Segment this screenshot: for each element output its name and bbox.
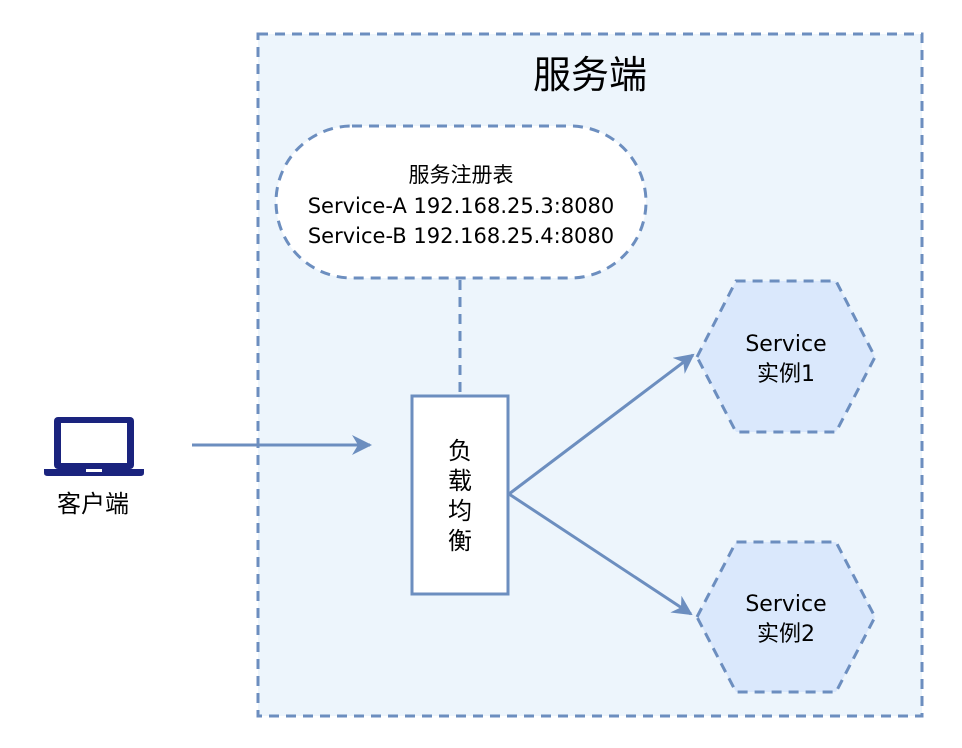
- registry-cloud: [274, 124, 648, 280]
- service-instance-2-sublabel: 实例2: [757, 622, 815, 647]
- laptop-icon: [44, 417, 144, 476]
- service-instance-1-sublabel: 实例1: [757, 362, 815, 387]
- load-balancer-to-instance-1-arrow: [508, 353, 695, 496]
- load-balancer-char: 负: [448, 437, 472, 465]
- load-balancer-char: 均: [448, 497, 472, 525]
- registry-title: 服务注册表: [409, 163, 514, 187]
- service-instance-1-label: Service: [745, 332, 826, 357]
- load-balancer-char: 衡: [448, 527, 472, 555]
- service-instance-2-hexagon: [695, 540, 877, 694]
- load-balancer-box: [410, 394, 510, 596]
- registry-entry: Service-B 192.168.25.4:8080: [308, 224, 614, 248]
- server-title: 服务端: [533, 53, 647, 97]
- load-balancer-to-instance-2-arrow: [508, 492, 693, 616]
- service-instance-1-hexagon: [695, 279, 877, 434]
- client-label: 客户端: [57, 490, 129, 518]
- registry-entry: Service-A 192.168.25.3:8080: [308, 194, 615, 218]
- load-balancer-char: 载: [448, 467, 472, 495]
- service-instance-2-label: Service: [745, 592, 826, 617]
